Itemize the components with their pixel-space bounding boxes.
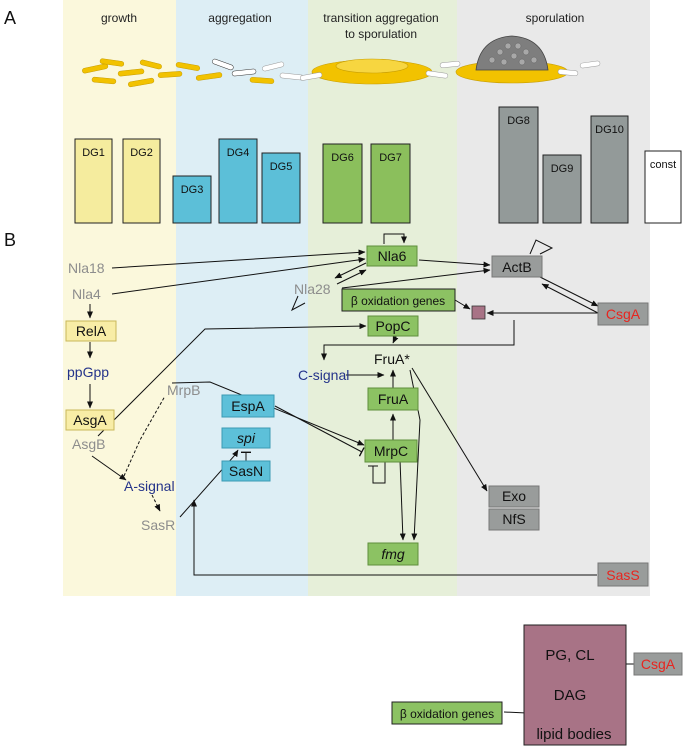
node-nfs: NfS — [502, 511, 525, 527]
dg-label-dg6: DG6 — [331, 152, 354, 164]
phase-title-transition-2: to sporulation — [345, 27, 417, 41]
lipid-pg-cl: PG, CL — [545, 647, 594, 664]
dg-label-dg10: DG10 — [595, 124, 624, 136]
node-asga-box — [65, 409, 115, 431]
node-rela-box — [65, 320, 117, 342]
dg-box-dg7 — [370, 143, 411, 224]
node-asgb: AsgB — [72, 436, 105, 452]
dg-box-dg2 — [122, 138, 161, 224]
dg-label-dg5: DG5 — [270, 161, 293, 173]
node-mrpb: MrpB — [167, 382, 200, 398]
node-frua-star: FruA* — [374, 351, 410, 367]
dg-box-dg3 — [172, 175, 212, 224]
dg-label-dg8: DG8 — [507, 115, 530, 127]
node-nfs-box — [488, 508, 540, 531]
dg-label-dg4: DG4 — [227, 147, 250, 159]
dg-label-dg3: DG3 — [181, 184, 204, 196]
node-mrpc: MrpC — [374, 443, 408, 459]
dg-box-const — [644, 150, 682, 224]
phase-title-sporulation: sporulation — [526, 11, 585, 25]
node-a-signal: A-signal — [124, 478, 175, 494]
node-fmg-box — [367, 542, 419, 566]
dg-label-dg9: DG9 — [551, 163, 574, 175]
dg-box-dg1 — [74, 138, 113, 224]
node-popc: PopC — [375, 318, 410, 334]
node-espa: EspA — [231, 398, 265, 414]
aggregate-illustration — [299, 58, 461, 85]
cells-growth-illustration — [82, 58, 305, 88]
node-c-signal: C-signal — [298, 367, 349, 383]
node-asga: AsgA — [73, 412, 107, 428]
node-rela: RelA — [76, 323, 107, 339]
node-mrpc-box — [364, 439, 418, 463]
node-csga: CsgA — [606, 306, 641, 322]
panel-label-b: B — [4, 230, 16, 250]
node-nla6: Nla6 — [378, 248, 407, 264]
node-lipid-marker — [471, 305, 486, 320]
dg-box-dg10 — [590, 115, 629, 224]
node-sasn: SasN — [229, 463, 263, 479]
node-popc-box — [367, 315, 419, 337]
node-ppgpp: ppGpp — [67, 364, 109, 380]
dg-label-dg7: DG7 — [379, 152, 402, 164]
phase-bg-growth — [63, 0, 176, 596]
node-exo: Exo — [502, 488, 526, 504]
node-actb-box — [491, 255, 543, 278]
fruiting-body-illustration — [455, 35, 601, 84]
node-frua-box — [367, 387, 419, 411]
node-spi: spi — [237, 430, 256, 446]
dg-box-dg8 — [498, 106, 539, 224]
dg-box-dg4 — [218, 138, 258, 224]
node-frua: FruA — [378, 391, 409, 407]
node-sass: SasS — [606, 567, 639, 583]
node-actb: ActB — [502, 259, 532, 275]
node-sasr: SasR — [141, 517, 175, 533]
dg-box-dg5 — [261, 152, 301, 224]
node-sass-box — [597, 562, 649, 587]
node-beta-ox: β oxidation genes — [351, 294, 445, 308]
phase-title-transition-1: transition aggregation — [323, 11, 438, 25]
node-exo-box — [488, 485, 540, 508]
dg-label-dg1: DG1 — [82, 147, 105, 159]
dg-box-dg6 — [322, 143, 363, 224]
phase-title-growth: growth — [101, 11, 137, 25]
node-nla6-box — [366, 245, 418, 267]
node-nla4: Nla4 — [72, 286, 101, 302]
dg-label-dg2: DG2 — [130, 147, 153, 159]
lipid-csga-box — [633, 652, 683, 676]
network-edges — [87, 233, 640, 720]
lipid-csga: CsgA — [641, 656, 676, 672]
panel-label-a: A — [4, 8, 16, 28]
node-spi-box — [221, 427, 271, 449]
phase-bg-aggregation — [176, 0, 308, 596]
lipid-beta-ox: β oxidation genes — [400, 707, 494, 721]
node-espa-box — [221, 394, 275, 418]
node-nla18: Nla18 — [68, 260, 105, 276]
dg-box-dg9 — [542, 154, 582, 224]
node-sasn-box — [221, 460, 271, 482]
node-fmg: fmg — [381, 546, 405, 562]
lipid-pathway-box — [523, 624, 627, 746]
node-csga-box — [597, 302, 649, 326]
node-beta-ox-box — [341, 288, 456, 312]
node-nla28: Nla28 — [294, 281, 331, 297]
lipid-bodies: lipid bodies — [536, 726, 611, 743]
lipid-beta-ox-box — [391, 701, 503, 725]
phase-title-aggregation: aggregation — [208, 11, 271, 25]
lipid-dag: DAG — [554, 687, 587, 704]
dg-label-const: const — [650, 159, 676, 171]
phase-bg-sporulation — [457, 0, 650, 596]
